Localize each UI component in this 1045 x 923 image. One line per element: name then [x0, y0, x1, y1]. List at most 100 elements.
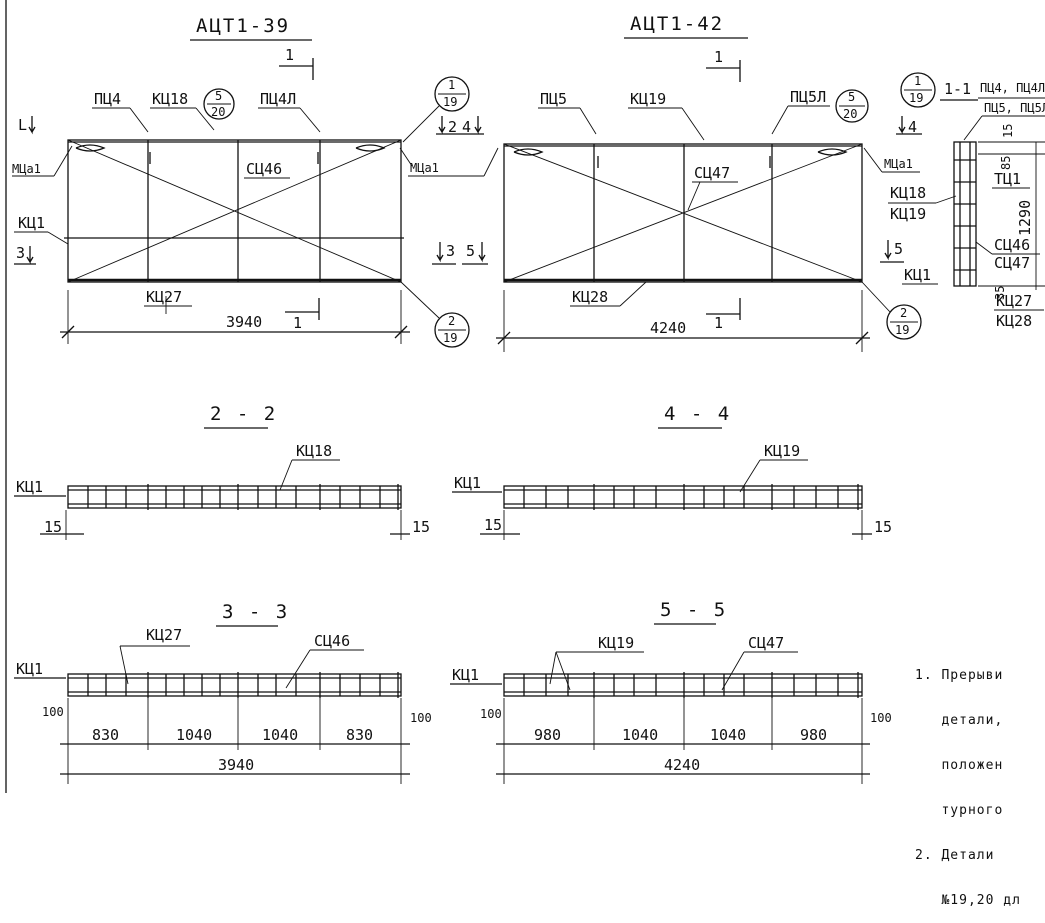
cut-3-arrow: 3	[446, 242, 455, 260]
edge-15-left-s22: 15	[44, 518, 62, 536]
note-line: положен	[915, 758, 1004, 773]
cut-5-arrow: 5	[466, 242, 475, 260]
section-2-2: 2 - 2 КЦ18 КЦ1 15 15	[14, 403, 430, 540]
section-3-3: 3 - 3 КЦ27 СЦ46 КЦ1 100 100 830 1040 104…	[14, 601, 432, 784]
cut-1-top-left: 1	[285, 46, 294, 64]
label-kts18-s22: КЦ18	[296, 442, 332, 460]
elevation-ats1-42: 4240 1 1 ПЦ5 КЦ19 ПЦ5Л СЦ47 КЦ28 МЦа1 КЦ…	[496, 48, 938, 352]
label-sts46: СЦ46	[246, 160, 282, 178]
note-line: турного	[915, 803, 1004, 818]
dim-55-total: 4240	[664, 756, 700, 774]
edge-15-right-s22: 15	[412, 518, 430, 536]
cut-l-top: L	[18, 116, 27, 134]
callout-1-19-left: 1 19	[402, 76, 470, 143]
callout-5-20-right: 5 20	[835, 89, 869, 123]
edge-100-left-s55: 100	[480, 707, 502, 721]
section-2-2-title: 2 - 2	[210, 403, 277, 425]
label-kts19-top: КЦ19	[630, 90, 666, 108]
label-sts46-s33: СЦ46	[314, 632, 350, 650]
svg-text:19: 19	[895, 323, 909, 337]
section-1-1: 1-1 ПЦ4, ПЦ4Л ПЦ5, ПЦ5Л 15 85 1290 35 ТЦ…	[888, 80, 1045, 330]
label-kts19-s55: КЦ19	[598, 634, 634, 652]
svg-text:5: 5	[848, 90, 855, 104]
width-4240: 4240	[650, 319, 686, 337]
note-line: детали,	[915, 713, 1004, 728]
svg-text:20: 20	[843, 107, 857, 121]
cut-1-bot-right: 1	[714, 314, 723, 332]
label-kts28-s11: КЦ28	[996, 312, 1032, 330]
edge-100-left-s33: 100	[42, 705, 64, 719]
edge-100-right-s33: 100	[410, 711, 432, 725]
label-kts1-s55: КЦ1	[452, 666, 479, 684]
section-4-4: 4 - 4 КЦ19 КЦ1 15 15	[452, 403, 892, 540]
note-line: №19,20 дл	[915, 893, 1021, 908]
cut-2-arrow: 2	[448, 118, 457, 136]
label-sts46-s11: СЦ46	[994, 236, 1030, 254]
dim-33-0: 830	[92, 726, 119, 744]
callout-5-20-left: 5 20	[203, 88, 235, 120]
label-kts1-right: КЦ1	[904, 266, 931, 284]
label-kts1-s44: КЦ1	[454, 474, 481, 492]
edge-100-right-s55: 100	[870, 711, 892, 725]
label-pts4: ПЦ4	[94, 90, 121, 108]
dim-33-2: 1040	[262, 726, 298, 744]
svg-text:1: 1	[448, 78, 455, 92]
elevation-ats1-39: 3940 1 1 ПЦ4 КЦ18 ПЦ4Л МЦа1 СЦ46 КЦ1 КЦ2…	[12, 46, 410, 344]
label-pts5: ПЦ5	[540, 90, 567, 108]
svg-text:19: 19	[443, 331, 457, 345]
dim-1290: 1290	[1016, 200, 1034, 236]
svg-text:1: 1	[914, 74, 921, 88]
callout-2-19-right: 2 19	[861, 281, 922, 340]
section-1-1-title: 1-1	[944, 80, 971, 98]
label-mtsa1-right: МЦа1	[884, 157, 913, 171]
label-kts18-left: КЦ18	[152, 90, 188, 108]
title-ats1-42: АЦТ1-42	[630, 13, 724, 35]
label-kts1-left: КЦ1	[18, 214, 45, 232]
svg-text:19: 19	[909, 91, 923, 105]
dim-55-3: 980	[800, 726, 827, 744]
dim-33-total: 3940	[218, 756, 254, 774]
svg-text:2: 2	[900, 306, 907, 320]
svg-text:19: 19	[443, 95, 457, 109]
svg-text:5: 5	[215, 89, 222, 103]
label-tts1: ТЦ1	[994, 170, 1021, 188]
section-4-4-title: 4 - 4	[664, 403, 731, 425]
width-3940: 3940	[226, 313, 262, 331]
label-kts1-s22: КЦ1	[16, 478, 43, 496]
label-kts27-s11: КЦ27	[996, 292, 1032, 310]
label-kts19-s44: КЦ19	[764, 442, 800, 460]
edge-15-left-s44: 15	[484, 516, 502, 534]
section-1-1-label-b: ПЦ5, ПЦ5Л	[984, 101, 1045, 115]
dim-33-3: 830	[346, 726, 373, 744]
label-kts27: КЦ27	[146, 288, 182, 306]
notes-block: 1. Прерыви детали, положен турного 2. Де…	[915, 638, 1045, 923]
dim-55-0: 980	[534, 726, 561, 744]
label-pts4l: ПЦ4Л	[260, 90, 296, 108]
label-kts1-s33: КЦ1	[16, 660, 43, 678]
svg-text:20: 20	[211, 105, 225, 119]
dim-35: 35	[993, 286, 1007, 300]
label-kts18-s11: КЦ18	[890, 184, 926, 202]
cut-4-arrow: 4	[462, 118, 471, 136]
label-mtsa1-left: МЦа1	[12, 162, 41, 176]
cut-1-bot-left: 1	[293, 314, 302, 332]
dim-15: 15	[1001, 124, 1015, 138]
section-5-5: 5 - 5 КЦ19 СЦ47 КЦ1 100 100 980 1040 104…	[450, 599, 892, 784]
label-kts27-s33: КЦ27	[146, 626, 182, 644]
title-ats1-39: АЦТ1-39	[196, 15, 290, 37]
label-mtsa1-mid: МЦа1	[410, 161, 439, 175]
callout-2-19-left: 2 19	[400, 281, 470, 348]
section-1-1-label-a: ПЦ4, ПЦ4Л	[980, 81, 1045, 95]
svg-text:2: 2	[448, 314, 455, 328]
note-line: 1. Прерыви	[915, 668, 1004, 683]
label-pts5l: ПЦ5Л	[790, 88, 826, 106]
section-3-3-title: 3 - 3	[222, 601, 289, 623]
drawing-sheet: АЦТ1-39 АЦТ1-42 3940 1 1 ПЦ4 КЦ18	[5, 0, 1045, 793]
label-sts47-s11: СЦ47	[994, 254, 1030, 272]
dim-55-2: 1040	[710, 726, 746, 744]
label-sts47-s55: СЦ47	[748, 634, 784, 652]
note-line: 2. Детали	[915, 848, 995, 863]
cut-5-right: 5	[894, 240, 903, 258]
dim-85: 85	[999, 156, 1013, 170]
edge-15-right-s44: 15	[874, 518, 892, 536]
